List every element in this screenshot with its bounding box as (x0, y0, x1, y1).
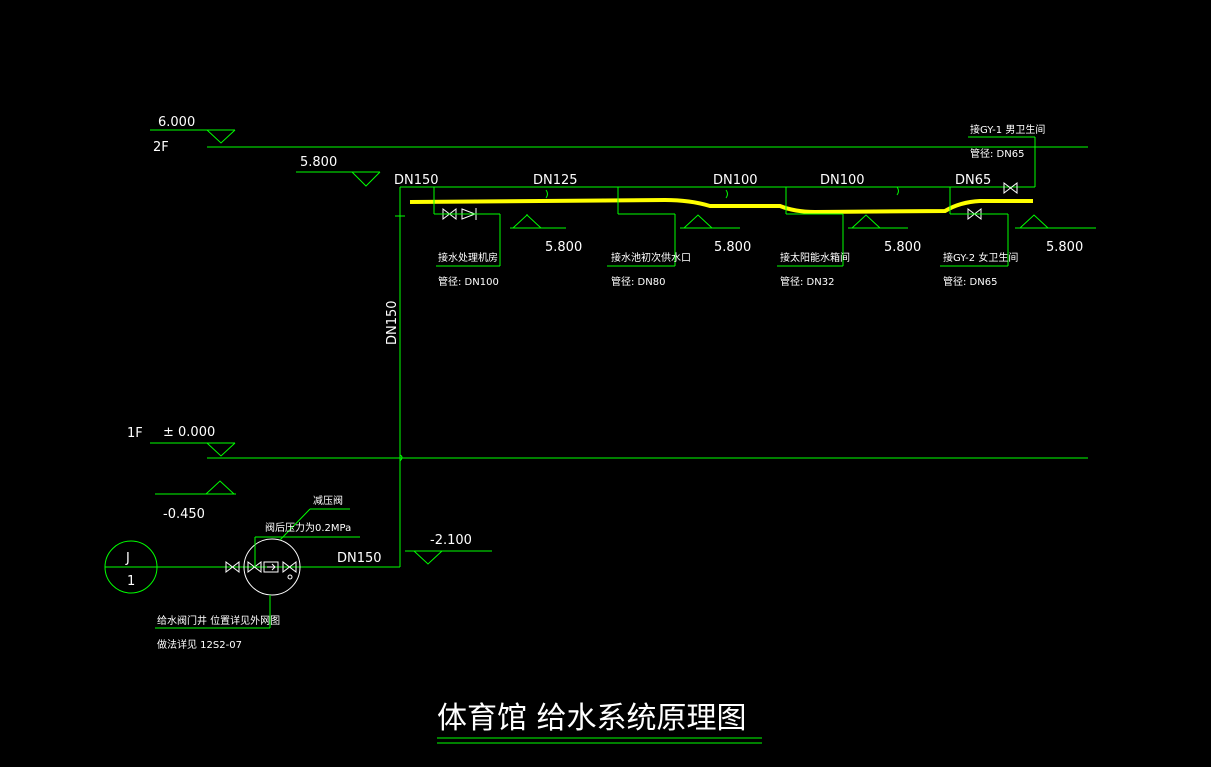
outlet-valve-icon (282, 560, 297, 574)
branch-1-size: 管径: DN100 (438, 275, 499, 288)
riser-dn150: DN150 (385, 187, 405, 567)
pressure-note: 阀后压力为0.2MPa (265, 521, 351, 534)
branch-3-size: 管径: DN32 (780, 275, 834, 288)
ground-level: -0.450 (155, 480, 236, 522)
size-dn100-b: DN100 (820, 173, 865, 188)
inlet-assembly: J 1 减压阀 阀后压力为0.2MPa 给水阀门井 位置详见外网图 做法详见 1… (104, 494, 492, 651)
top-branch-name: 接GY-1 男卫生间 (970, 123, 1045, 136)
branch-pool-supply: 5.800 接水池初次供水口 管径: DN80 (607, 187, 751, 288)
branch-gy1: 接GY-1 男卫生间 管径: DN65 (968, 123, 1045, 195)
branch-2-elevation: 5.800 (714, 240, 751, 255)
branch-2-name: 接水池初次供水口 (611, 251, 691, 264)
detail-note: 做法详见 12S2-07 (157, 638, 242, 651)
drawing-title-block: 体育馆 给水系统原理图 (437, 701, 762, 744)
well-note: 给水阀门井 位置详见外网图 (157, 614, 280, 627)
level-2f-label: 2F (153, 140, 169, 155)
branch-1-name: 接水处理机房 (438, 251, 498, 264)
riser-size: DN150 (385, 300, 400, 345)
well-letter: J (125, 551, 130, 566)
level-2f: 6.000 2F (150, 115, 1088, 155)
inner-valve-icon (247, 560, 262, 574)
branch-4-size: 管径: DN65 (943, 275, 997, 288)
gate-valve-icon (225, 560, 240, 574)
branch-gy2: 5.800 接GY-2 女卫生间 管径: DN65 (940, 187, 1096, 288)
size-dn65: DN65 (955, 173, 991, 188)
well-number: 1 (127, 574, 135, 589)
highlighted-pipe (409, 197, 1033, 215)
branch-4-elevation: 5.800 (1046, 240, 1083, 255)
branch-4-name: 接GY-2 女卫生间 (943, 251, 1018, 264)
level-1f-elevation: ± 0.000 (163, 425, 215, 440)
level-1f: 1F ± 0.000 (127, 425, 1088, 459)
ground-elevation: -0.450 (163, 507, 205, 522)
level-1f-label: 1F (127, 426, 143, 441)
size-dn100-a: DN100 (713, 173, 758, 188)
branch-water-treatment: 5.800 接水处理机房 管径: DN100 (433, 187, 582, 288)
top-branch-size: 管径: DN65 (970, 147, 1024, 160)
size-dn125: DN125 (533, 173, 578, 188)
branch-3-name: 接太阳能水箱间 (780, 251, 850, 264)
pressure-reducing-valve-label: 减压阀 (313, 494, 343, 507)
pipe-elevation: 5.800 (300, 155, 337, 170)
inlet-size: DN150 (337, 551, 382, 566)
branch-solar-tank: 5.800 接太阳能水箱间 管径: DN32 (777, 187, 921, 288)
drawing-title: 体育馆 给水系统原理图 (437, 701, 747, 736)
size-dn150-top: DN150 (394, 173, 439, 188)
main-pipe-5800: 5.800 DN150 DN125 DN100 DN100 DN65 (296, 155, 1035, 199)
pressure-reducing-valve-icon (263, 561, 279, 573)
valve-well-circle (243, 538, 301, 596)
buried-elevation: -2.100 (430, 533, 472, 548)
branch-3-elevation: 5.800 (884, 240, 921, 255)
branch-2-size: 管径: DN80 (611, 275, 665, 288)
level-2f-elevation: 6.000 (158, 115, 195, 130)
branch-1-elevation: 5.800 (545, 240, 582, 255)
